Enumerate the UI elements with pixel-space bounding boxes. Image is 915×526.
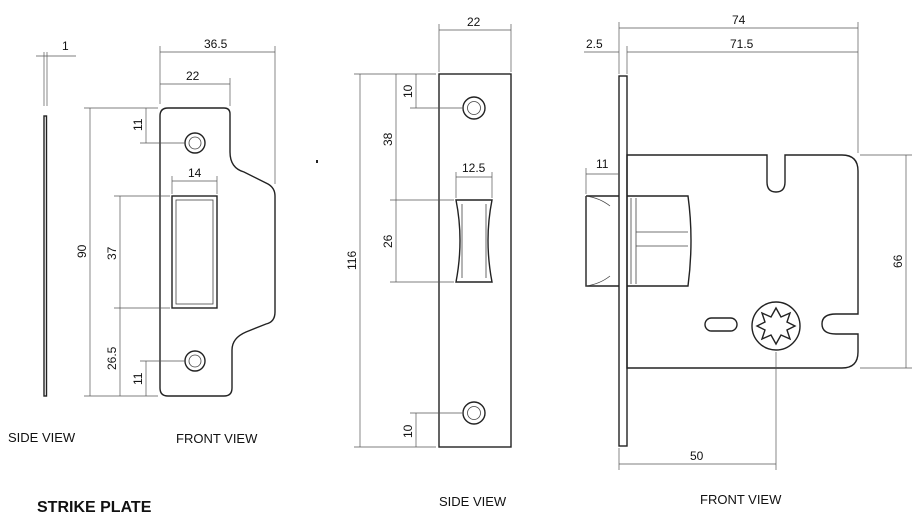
dim-backset: 50 xyxy=(690,449,704,463)
latch-faceplate xyxy=(438,73,512,448)
strike-side-view: 1 SIDE VIEW xyxy=(8,39,76,445)
strike-plate-title: STRIKE PLATE xyxy=(37,499,152,516)
latch-faceplate-edge xyxy=(618,75,628,447)
dim-latch-total-height: 116 xyxy=(345,251,359,270)
dim-strike-top-hole: 11 xyxy=(131,118,145,131)
strike-bottom-screw-hole xyxy=(184,350,206,372)
strike-latch-slot xyxy=(171,195,218,309)
dim-latch-bottom-hole: 10 xyxy=(401,424,415,438)
follower-star-icon xyxy=(755,306,797,346)
latch-top-screw-hole xyxy=(462,96,486,120)
dim-latch-height: 26 xyxy=(381,234,395,248)
dim-strike-height: 90 xyxy=(75,244,89,258)
dim-strike-bottom-hole: 11 xyxy=(131,372,145,385)
strike-front-view: 36.5 22 14 90 37 26.5 11 11 FRONT VIEW xyxy=(75,37,276,446)
body-slot xyxy=(704,317,738,332)
latch-front-view: 74 71.5 2.5 11 66 50 FRONT VIEW xyxy=(584,13,912,507)
dim-latch-plate-width: 22 xyxy=(467,15,481,29)
follower-hub xyxy=(751,301,801,351)
dim-faceplate-thickness: 2.5 xyxy=(586,37,603,51)
caption-latch-side-view: SIDE VIEW xyxy=(439,494,507,509)
dim-strike-slot-width: 14 xyxy=(188,166,202,180)
latch-body-case xyxy=(626,154,859,369)
latch-bolt xyxy=(585,195,619,287)
dim-strike-slot-bottom: 26.5 xyxy=(105,346,119,370)
strike-top-screw-hole xyxy=(184,132,206,154)
dim-latch-top-hole: 10 xyxy=(401,84,415,98)
dim-body-depth: 71.5 xyxy=(730,37,754,51)
dim-body-total-depth: 74 xyxy=(732,13,746,27)
strike-side-profile xyxy=(43,115,48,397)
caption-strike-front-view: FRONT VIEW xyxy=(176,431,258,446)
dim-latch-to-latch: 38 xyxy=(381,132,395,146)
dim-strike-slot-height: 37 xyxy=(105,246,119,260)
caption-strike-side-view: SIDE VIEW xyxy=(8,430,76,445)
dim-strike-thickness: 1 xyxy=(62,39,69,53)
strike-plate-outline xyxy=(159,107,276,397)
dim-latch-projection: 11 xyxy=(596,157,609,171)
caption-latch-front-view: FRONT VIEW xyxy=(700,492,782,507)
dim-strike-plate-width: 22 xyxy=(186,69,200,83)
stray-mark xyxy=(316,160,318,163)
dim-strike-total-width: 36.5 xyxy=(204,37,228,51)
dim-latch-width: 12.5 xyxy=(462,161,486,175)
latch-bottom-screw-hole xyxy=(462,401,486,425)
latch-bolt-profile xyxy=(455,199,493,283)
dim-body-height: 66 xyxy=(891,254,905,268)
latch-side-view: 22 12.5 116 38 26 10 10 SIDE VIEW xyxy=(345,15,512,509)
